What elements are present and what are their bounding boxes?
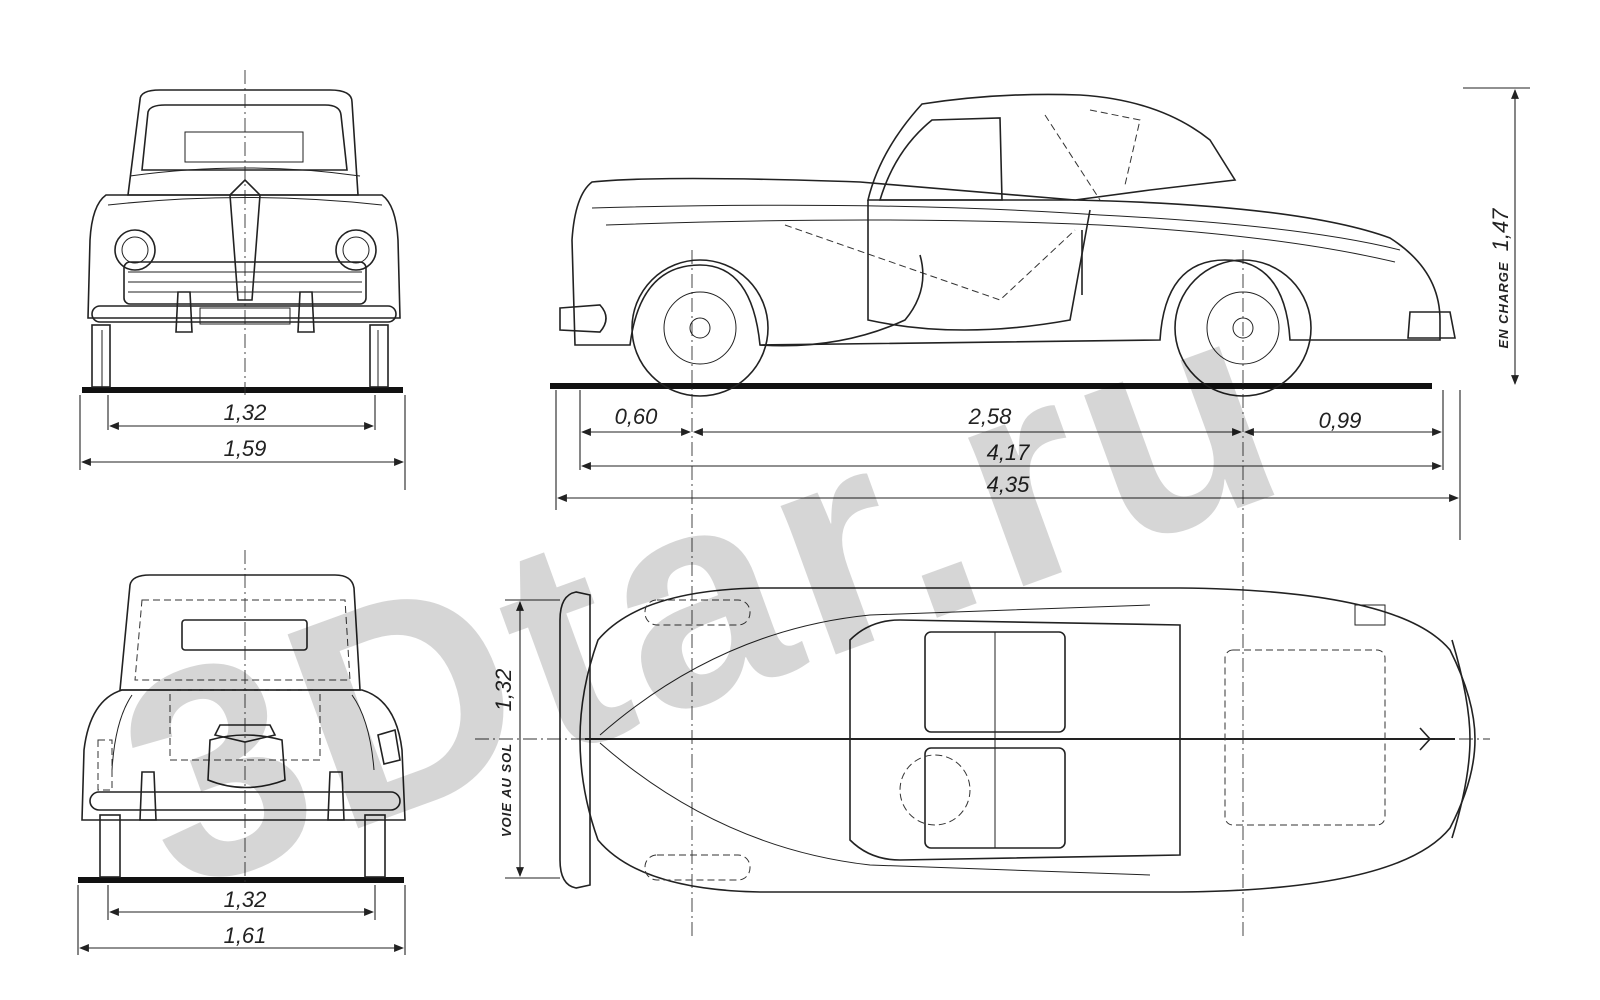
rear-view: 1,32 1,61: [77, 550, 406, 955]
top-track-caption: VOIE AU SOL: [499, 743, 514, 837]
rear-width-label: 1,61: [224, 923, 267, 948]
front-view: 1,32 1,59: [79, 70, 406, 490]
top-track-label: 1,32: [491, 669, 516, 712]
front-width-label: 1,59: [224, 436, 267, 461]
height-caption: EN CHARGE: [1496, 261, 1511, 348]
front-overhang-label: 0,60: [615, 404, 659, 429]
rear-overhang-label: 0,99: [1319, 408, 1362, 433]
total-length-label: 4,35: [987, 472, 1031, 497]
wheelbase-label: 2,58: [968, 404, 1013, 429]
top-view: 1,32 VOIE AU SOL: [475, 587, 1490, 893]
height-label: 1,47: [1488, 208, 1513, 252]
side-view: 0,60 2,58 0,99 4,17 4,35 1,47 EN CHARGE: [550, 87, 1530, 940]
rear-track-label: 1,32: [224, 887, 267, 912]
watermark: 3Dtar.ru: [82, 230, 1322, 955]
body-length-label: 4,17: [987, 440, 1031, 465]
front-track-label: 1,32: [224, 400, 267, 425]
watermark-text: 3Dtar.ru: [82, 230, 1322, 955]
